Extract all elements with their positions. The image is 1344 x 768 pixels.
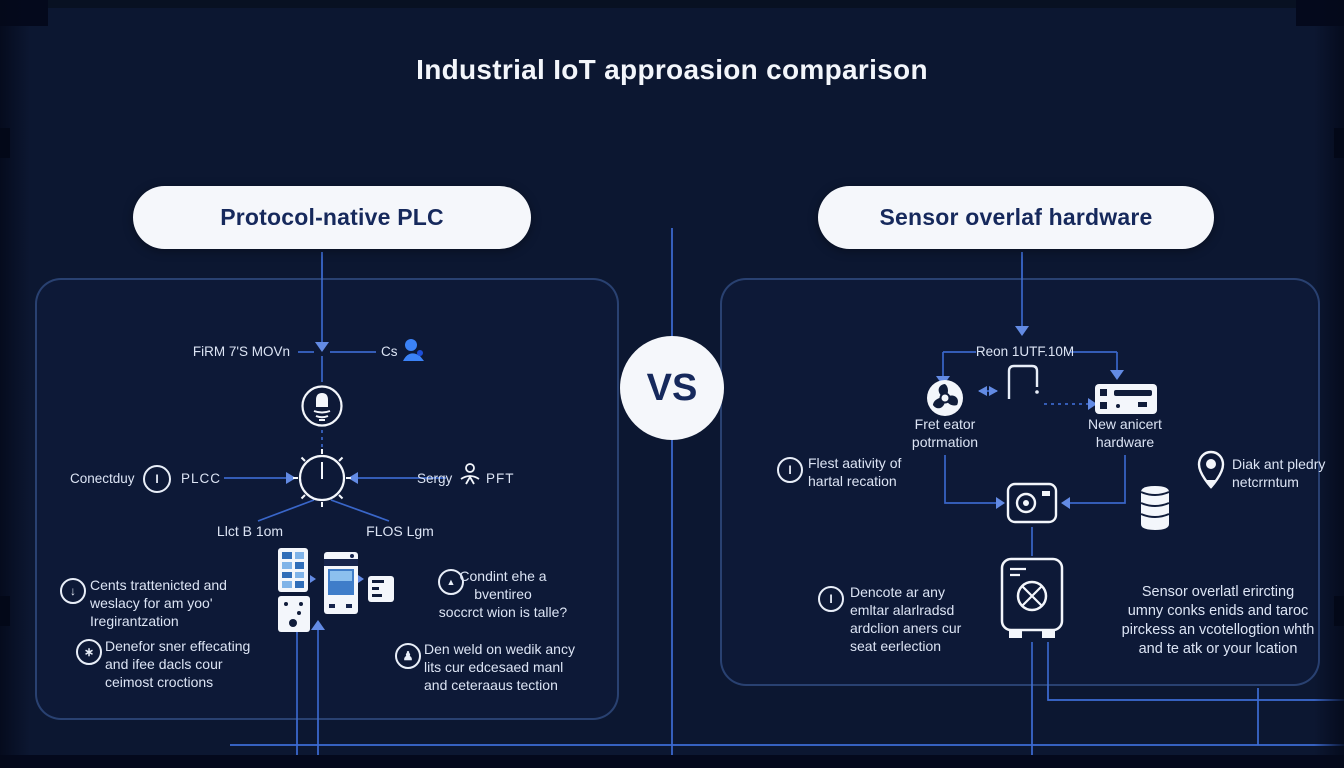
right-panel [720, 278, 1320, 686]
printer-slot [372, 580, 384, 583]
bullet-icon-transmit: ↓ [60, 578, 86, 604]
cs-label: Cs [381, 344, 398, 359]
right-header-pill: Sensor overlaf hardware [818, 186, 1214, 249]
map-pin-icon [1197, 450, 1225, 489]
bullet-icon-question: ▲ [438, 569, 464, 595]
page-title: Industrial IoT approasion comparison [416, 54, 928, 85]
dot [299, 602, 303, 606]
printer-slot [372, 594, 382, 597]
vs-label: VS [646, 366, 698, 409]
left-header-label: Protocol-native PLC [220, 204, 444, 230]
info-glyph: I [155, 472, 159, 486]
bullet-glyph: ∗ [83, 645, 95, 659]
hub-gauge-icon [293, 449, 351, 507]
panel-key [294, 571, 304, 579]
plc-foot [346, 604, 352, 608]
clamp-bracket-icon [1007, 364, 1039, 399]
panel-key [282, 571, 292, 579]
hardware-label: New anicert hardware [1088, 416, 1162, 450]
bullet-glyph: ♟ [402, 649, 414, 663]
panel-key [294, 561, 304, 569]
bullet-text-activity: Flest aativity of hartal recation [808, 455, 902, 489]
cs-person-icon [403, 339, 424, 361]
panel-key [282, 552, 292, 559]
bullet-glyph: I [829, 592, 833, 606]
fan-icon [927, 380, 963, 416]
database-icon [1140, 486, 1170, 530]
printer-slot [372, 587, 379, 590]
plc-device-icon [324, 552, 358, 614]
printer-icon [368, 576, 394, 602]
branch-left-label: Llct B 1om [216, 523, 284, 539]
branch-right-label: FLOS Lgm [366, 523, 434, 539]
dot [297, 611, 301, 615]
vs-badge: VS [620, 336, 724, 440]
bullet-icon-weld: ♟ [395, 643, 421, 669]
bullet-text-weld: Den weld on wedik ancy lits cur edcesaed… [424, 641, 575, 693]
bullet-text-effecating: Denefor sner effecating and ifee dacls c… [105, 638, 251, 690]
summary-text: Sensor overlatl erircting umny conks eni… [1121, 584, 1315, 658]
plcc-label: PLCC [181, 471, 222, 486]
plc-screen [328, 569, 354, 595]
bullet-icon-effecating: ∗ [76, 639, 102, 665]
control-panel-icon [278, 548, 308, 592]
bullet-icon-detection: I [818, 586, 844, 612]
plc-foot [329, 604, 335, 608]
panel-key [282, 581, 292, 588]
bullet-glyph: ▲ [446, 577, 456, 587]
bullet-text-transmit: Cents trattenicted and weslacy for am yo… [90, 577, 227, 629]
fan-label: Fret eator potrmation [911, 416, 979, 450]
lightbulb-icon [301, 385, 343, 427]
panel-key [294, 581, 304, 588]
sergy-figure-icon [460, 463, 480, 485]
panel-key [294, 552, 304, 559]
hardware-server-icon [1095, 384, 1157, 414]
bullet-text-question: Condint ehe a bventireo soccrct wion is … [438, 568, 568, 620]
camera-icon [1006, 482, 1058, 524]
panel-key [282, 561, 292, 569]
sergy-label: Sergy [417, 471, 453, 486]
plc-dot [350, 554, 354, 558]
conectduy-label: Conectduy [70, 471, 135, 486]
reon-label: Reon 1UTF.10M [975, 344, 1075, 359]
pin-label: Diak ant pledry netcrrntum [1232, 456, 1326, 490]
plc-top-band [324, 559, 358, 566]
bullet-glyph: I [788, 463, 792, 477]
dot [289, 619, 297, 627]
sensor-safe-icon [1000, 557, 1064, 638]
bullet-text-detection: Dencote ar any emltar alarlradsd ardclio… [850, 584, 962, 654]
pft-label: PFT [486, 471, 515, 486]
dice-card-icon [278, 596, 310, 632]
left-header-pill: Protocol-native PLC [133, 186, 531, 249]
plc-screen-glare [330, 571, 352, 581]
right-header-label: Sensor overlaf hardware [879, 204, 1153, 230]
bullet-icon-activity: I [777, 457, 803, 483]
info-circle-icon: I [143, 465, 171, 493]
dot [284, 602, 288, 606]
bullet-glyph: ↓ [70, 584, 76, 598]
firm-label: FiRM 7'S MOVn [192, 344, 290, 359]
